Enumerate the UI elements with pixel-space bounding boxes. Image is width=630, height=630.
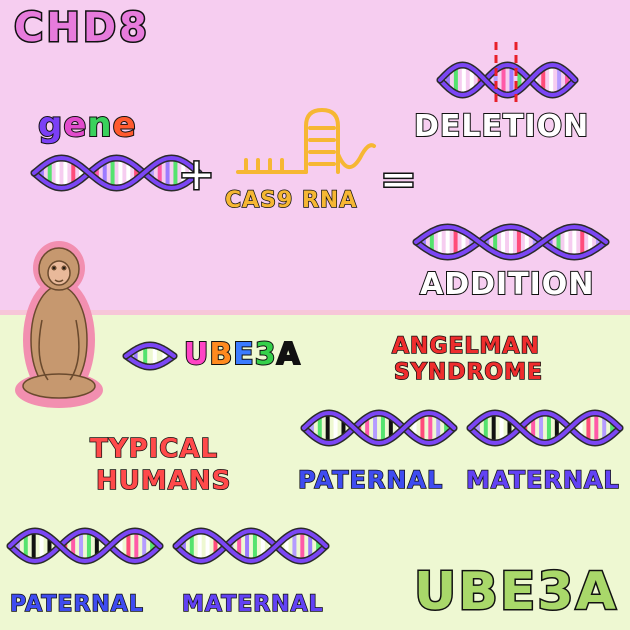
paternal-label-right: PATERNAL xyxy=(297,466,444,494)
ube3a-small-letter: E xyxy=(232,337,255,372)
helix-backbone xyxy=(468,410,622,446)
dna-helix-icon xyxy=(436,61,579,99)
guide-rna-icon xyxy=(236,108,376,174)
helix-backbone xyxy=(438,62,577,98)
gene-label: gene xyxy=(37,105,137,145)
helix-backbone xyxy=(302,410,456,446)
dna-helix-icon xyxy=(412,223,610,261)
ube3a-big-title: UBE3A xyxy=(413,562,618,622)
typical-humans-line1: TYPICAL xyxy=(89,434,219,464)
scissor-cut-lines-icon xyxy=(494,42,518,102)
panel-divider xyxy=(0,310,630,315)
helix-backbone xyxy=(414,224,608,260)
addition-label: ADDITION xyxy=(419,267,595,302)
dna-helix-icon xyxy=(172,527,330,565)
ube3a-small-letter: U xyxy=(183,337,210,372)
gene-letter: e xyxy=(62,105,88,145)
dna-helix-icon xyxy=(30,154,203,192)
helix-backbone xyxy=(174,528,328,564)
maternal-label-left: MATERNAL xyxy=(181,592,324,617)
macaque-monkey-icon xyxy=(15,241,103,408)
top-panel-background xyxy=(0,0,630,313)
rna-hairpin xyxy=(304,108,340,174)
helix-backbone xyxy=(438,62,577,98)
gene-letter: g xyxy=(37,105,64,145)
helix-backbone xyxy=(32,155,201,191)
helix-backbone xyxy=(8,528,162,564)
helix-backbone xyxy=(468,410,622,446)
gene-letter: e xyxy=(112,105,137,145)
ube3a-small-label: UBE3A xyxy=(183,337,301,372)
ube3a-small-letter: 3 xyxy=(254,337,277,372)
typical-humans-line2: HUMANS xyxy=(95,466,232,496)
helix-backbone xyxy=(302,410,456,446)
ube3a-small-letter: B xyxy=(208,337,234,372)
bottom-panel-background xyxy=(0,313,630,630)
chd8-title: CHD8 xyxy=(13,5,150,51)
gene-letter: n xyxy=(86,105,113,145)
equals-sign: = xyxy=(379,154,419,205)
helix-backbone xyxy=(8,528,162,564)
helix-backbone xyxy=(124,343,176,358)
maternal-label-right: MATERNAL xyxy=(465,466,620,494)
helix-backbone xyxy=(174,528,328,564)
dna-helix-icon xyxy=(122,341,178,371)
helix-backbone xyxy=(124,354,176,369)
angelman-syndrome-line2: SYNDROME xyxy=(393,360,544,385)
cas9-rna-label: CAS9 RNA xyxy=(224,188,358,213)
plus-sign: + xyxy=(177,149,217,200)
helix-backbone xyxy=(32,155,201,191)
dna-helix-icon xyxy=(466,409,624,447)
angelman-syndrome-line1: ANGELMAN xyxy=(391,334,540,359)
rna-tail xyxy=(336,143,376,169)
dna-helix-icon xyxy=(300,409,458,447)
dna-helix-icon xyxy=(6,527,164,565)
paternal-label-left: PATERNAL xyxy=(9,592,144,617)
rna-teeth xyxy=(244,158,284,174)
deletion-label: DELETION xyxy=(413,109,590,144)
helix-backbone xyxy=(414,224,608,260)
ube3a-small-letter: A xyxy=(276,337,301,372)
